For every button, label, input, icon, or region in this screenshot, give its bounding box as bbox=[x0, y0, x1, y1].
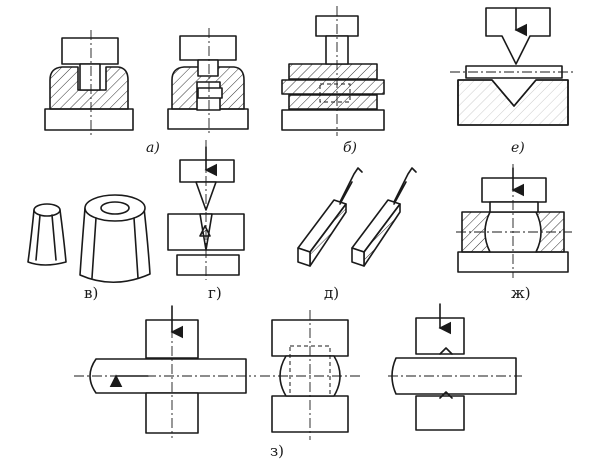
figure-d bbox=[297, 167, 417, 267]
figure-e bbox=[450, 7, 575, 126]
figure-g bbox=[167, 140, 245, 280]
label-g: г) bbox=[208, 284, 222, 302]
label-z: з) bbox=[270, 442, 284, 460]
figure-z-right bbox=[388, 303, 522, 431]
figure-a-closed-die bbox=[167, 28, 249, 136]
figure-v bbox=[27, 194, 151, 284]
label-e: е) bbox=[511, 140, 525, 156]
figure-z-left bbox=[74, 305, 256, 438]
figure-b bbox=[281, 6, 385, 136]
label-a: а) bbox=[146, 140, 160, 156]
label-v: в) bbox=[84, 284, 98, 302]
figure-zh bbox=[456, 164, 572, 278]
label-zh: ж) bbox=[511, 284, 531, 302]
figure-z-middle bbox=[260, 310, 360, 440]
label-d: д) bbox=[324, 284, 339, 302]
label-b: б) bbox=[343, 140, 357, 156]
figure-a bbox=[44, 30, 134, 136]
